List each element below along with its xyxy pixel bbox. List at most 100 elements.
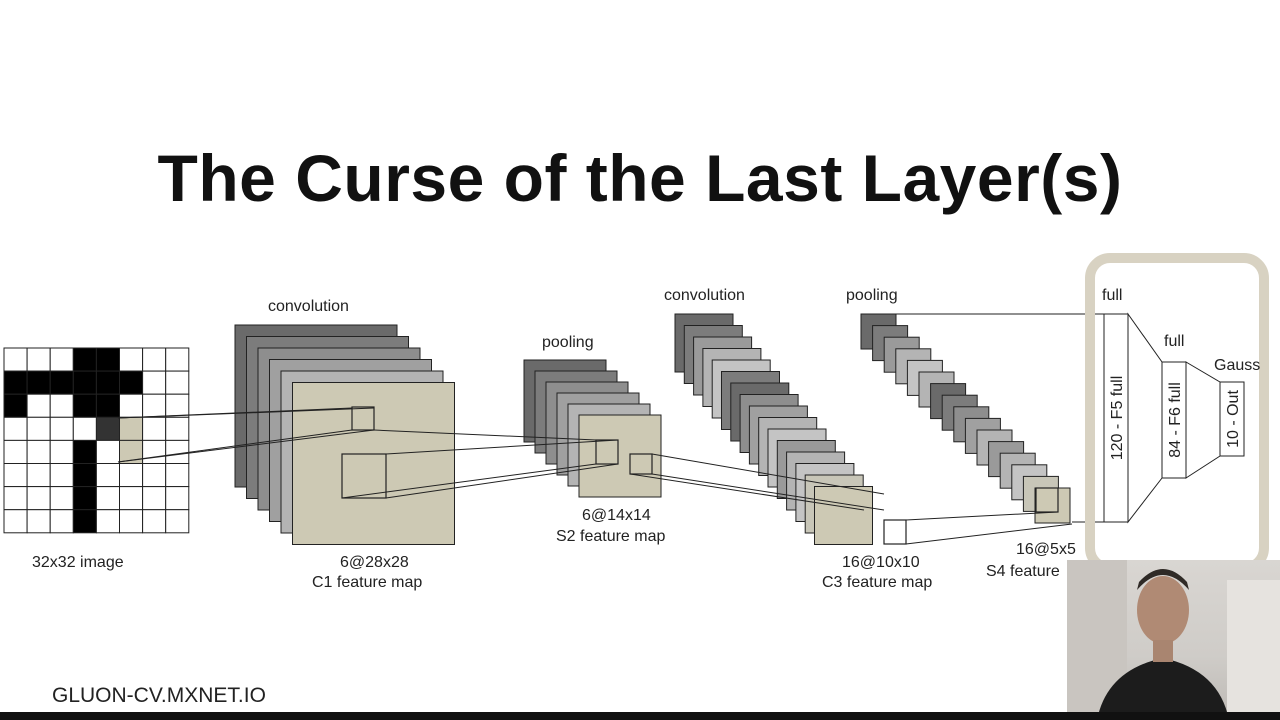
grid-cell <box>26 509 51 534</box>
grid-cell <box>165 393 190 418</box>
f6-out-connector <box>1185 361 1221 479</box>
grid-cell <box>3 439 28 464</box>
f5-layer-box <box>1103 313 1129 523</box>
slide-title: The Curse of the Last Layer(s) <box>157 141 1123 215</box>
grid-cell <box>95 439 121 464</box>
grid-cell <box>72 463 97 488</box>
grid-cell <box>3 486 28 511</box>
bottom-bar <box>0 712 1280 720</box>
grid-cell <box>119 370 144 395</box>
grid-cell <box>142 393 167 418</box>
input-image-grid <box>3 347 190 534</box>
out-layer-box <box>1219 381 1245 457</box>
grid-cell <box>49 393 74 418</box>
grid-cell <box>119 393 144 418</box>
grid-cell <box>95 393 121 418</box>
grid-cell <box>142 347 167 372</box>
out-top-label: Gauss <box>1214 357 1260 374</box>
f5-f6-connector <box>1127 312 1163 524</box>
grid-cell <box>26 416 51 441</box>
input-caption: 32x32 image <box>32 554 124 571</box>
f5-layer-label: 120 - F5 full <box>1109 376 1126 460</box>
f6-top-label: full <box>1164 333 1184 350</box>
c3-feature-map <box>814 486 873 545</box>
grid-cell <box>165 439 190 464</box>
grid-cell <box>119 509 144 534</box>
grid-cell <box>72 393 97 418</box>
grid-cell <box>142 416 167 441</box>
grid-cell <box>72 486 97 511</box>
grid-cell <box>165 370 190 395</box>
grid-cell <box>142 486 167 511</box>
c3-size-label: 16@10x10 <box>842 554 920 571</box>
grid-cell <box>72 347 97 372</box>
grid-cell <box>165 416 190 441</box>
grid-cell <box>95 486 121 511</box>
grid-cell <box>3 370 28 395</box>
s4-name-label: S4 feature <box>986 563 1060 580</box>
c3-feature-maps <box>674 313 873 545</box>
grid-cell <box>142 463 167 488</box>
f6-layer-label: 84 - F6 full <box>1167 382 1184 458</box>
grid-cell <box>26 486 51 511</box>
grid-cell <box>49 370 74 395</box>
grid-cell <box>3 509 28 534</box>
connection-lines <box>117 313 1104 545</box>
grid-cell <box>119 486 144 511</box>
grid-cell <box>49 416 74 441</box>
grid-cell <box>142 370 167 395</box>
f6-layer-box <box>1161 361 1187 479</box>
s2-size-label: 6@14x14 <box>582 507 651 524</box>
grid-cell <box>3 416 28 441</box>
grid-cell <box>165 509 190 534</box>
grid-cell <box>95 370 121 395</box>
grid-cell <box>95 416 121 441</box>
grid-cell <box>26 370 51 395</box>
grid-cell <box>165 486 190 511</box>
grid-cell <box>72 439 97 464</box>
out-layer-label: 10 - Out <box>1225 390 1242 448</box>
grid-cell <box>119 416 144 441</box>
grid-cell <box>49 509 74 534</box>
grid-cell <box>26 463 51 488</box>
grid-cell <box>49 463 74 488</box>
grid-cell <box>119 347 144 372</box>
c1-top-label: convolution <box>268 298 349 315</box>
grid-cell <box>165 347 190 372</box>
grid-cell <box>3 347 28 372</box>
s4-feature-map <box>1034 487 1071 524</box>
s2-name-label: S2 feature map <box>556 528 666 545</box>
grid-cell <box>49 439 74 464</box>
c1-name-label: C1 feature map <box>312 574 422 591</box>
c1-feature-maps <box>234 324 455 545</box>
grid-cell <box>95 509 121 534</box>
s4-top-label: pooling <box>846 287 898 304</box>
grid-cell <box>26 439 51 464</box>
s2-feature-map <box>578 414 662 498</box>
s2-feature-maps <box>523 359 662 498</box>
grid-cell <box>49 486 74 511</box>
f5-top-label: full <box>1102 287 1122 304</box>
grid-cell <box>26 393 51 418</box>
grid-cell <box>3 393 28 418</box>
receptive-field-boxes <box>341 406 1059 545</box>
grid-cell <box>49 347 74 372</box>
grid-cell <box>165 463 190 488</box>
c3-top-label: convolution <box>664 287 745 304</box>
c1-size-label: 6@28x28 <box>340 554 409 571</box>
grid-cell <box>119 463 144 488</box>
grid-cell <box>95 347 121 372</box>
presenter-silhouette <box>1067 560 1280 720</box>
grid-cell <box>26 347 51 372</box>
s4-size-label: 16@5x5 <box>1016 541 1076 558</box>
grid-cell <box>142 439 167 464</box>
grid-cell <box>95 463 121 488</box>
grid-cell <box>3 463 28 488</box>
grid-cell <box>72 416 97 441</box>
grid-cell <box>72 509 97 534</box>
grid-cell <box>142 509 167 534</box>
c3-name-label: C3 feature map <box>822 574 932 591</box>
s2-top-label: pooling <box>542 334 594 351</box>
presenter-webcam <box>1067 560 1280 720</box>
